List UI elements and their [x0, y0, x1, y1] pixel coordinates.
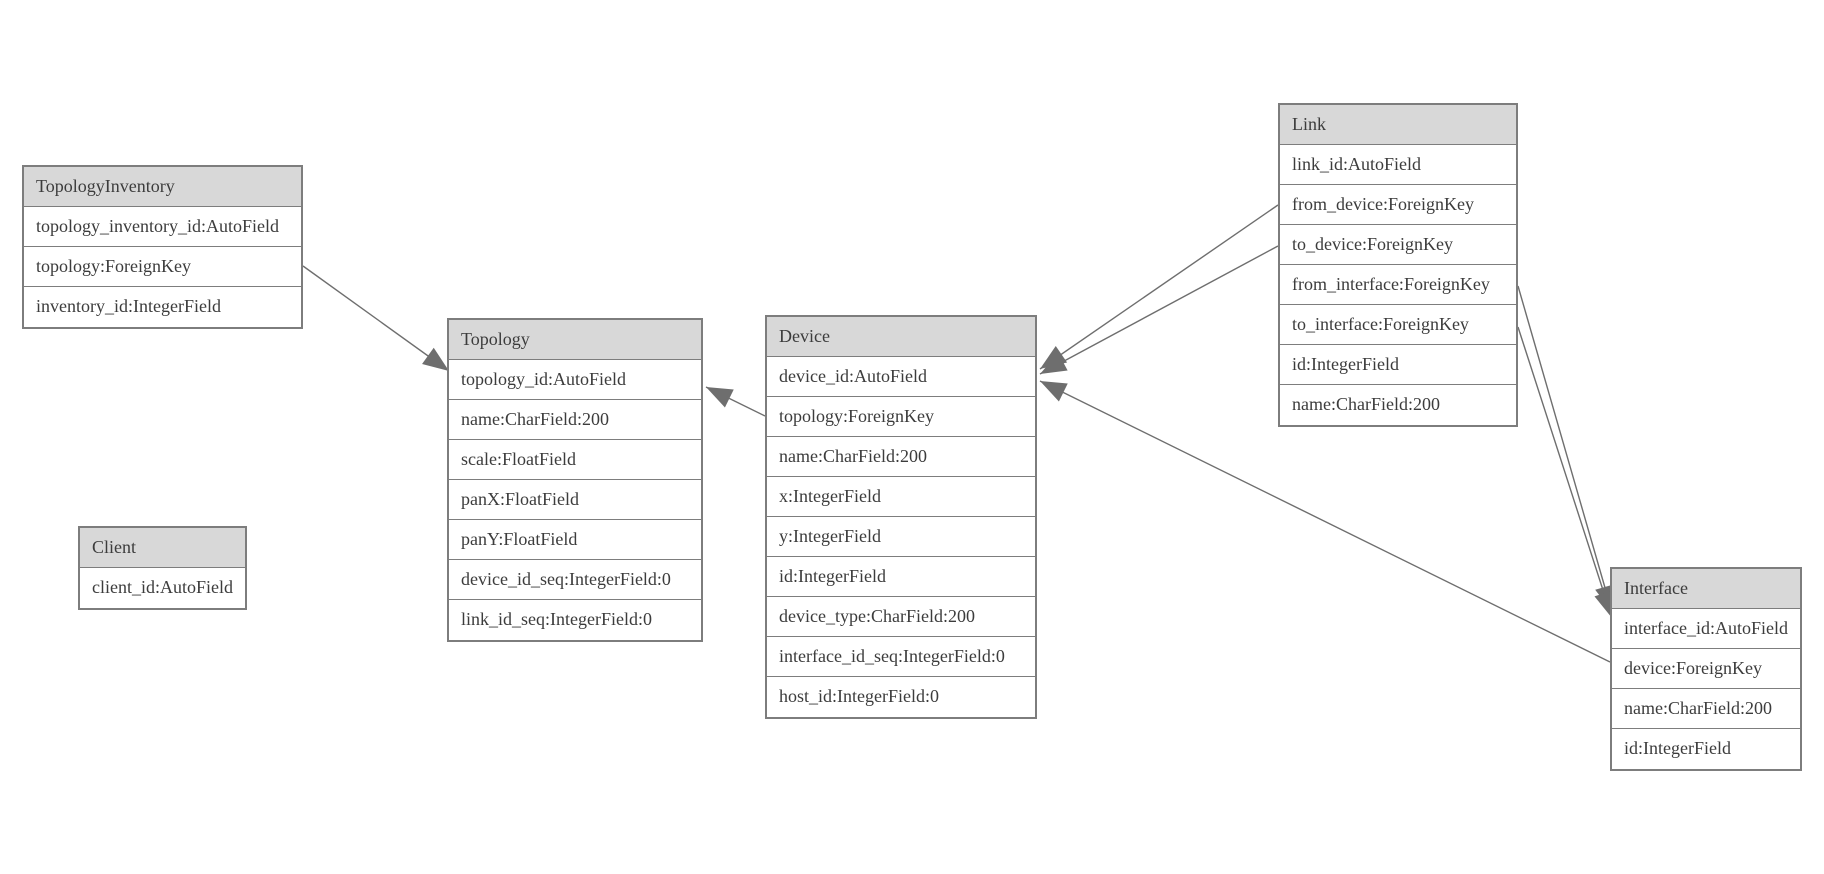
entity-field-row: y:IntegerField: [767, 517, 1035, 557]
entity-field-row: scale:FloatField: [449, 440, 701, 480]
connector-link-from_interface-fk: [1517, 285, 1615, 613]
entity-title-device: Device: [767, 317, 1035, 357]
entity-field-row: interface_id:AutoField: [1612, 609, 1800, 649]
entity-field-row: interface_id_seq:IntegerField:0: [767, 637, 1035, 677]
entity-field-row: id:IntegerField: [1280, 345, 1516, 385]
connector-link-to_interface-fk: [1517, 326, 1614, 619]
entity-field-row: id:IntegerField: [767, 557, 1035, 597]
entity-field-row: client_id:AutoField: [80, 568, 245, 608]
entity-field-row: topology:ForeignKey: [24, 247, 301, 287]
connector-link-from_device-fk: [1039, 204, 1279, 370]
entity-title-link: Link: [1280, 105, 1516, 145]
entity-field-row: topology_inventory_id:AutoField: [24, 207, 301, 247]
entity-field-row: name:CharField:200: [1280, 385, 1516, 425]
entity-title-client: Client: [80, 528, 245, 568]
entity-field-row: host_id:IntegerField:0: [767, 677, 1035, 717]
entity-field-row: device_id:AutoField: [767, 357, 1035, 397]
entity-field-row: topology:ForeignKey: [767, 397, 1035, 437]
entity-field-row: from_interface:ForeignKey: [1280, 265, 1516, 305]
entity-field-row: panX:FloatField: [449, 480, 701, 520]
entity-field-row: x:IntegerField: [767, 477, 1035, 517]
entity-field-row: name:CharField:200: [449, 400, 701, 440]
entity-field-row: panY:FloatField: [449, 520, 701, 560]
entity-field-row: from_device:ForeignKey: [1280, 185, 1516, 225]
entity-field-row: device_type:CharField:200: [767, 597, 1035, 637]
entity-field-row: to_interface:ForeignKey: [1280, 305, 1516, 345]
entity-field-row: topology_id:AutoField: [449, 360, 701, 400]
entity-field-row: name:CharField:200: [1612, 689, 1800, 729]
entity-field-row: name:CharField:200: [767, 437, 1035, 477]
entity-field-row: device_id_seq:IntegerField:0: [449, 560, 701, 600]
connector-device-topology-fk: [705, 386, 766, 417]
entity-title-topology: Topology: [449, 320, 701, 360]
entity-title-topology-inventory: TopologyInventory: [24, 167, 301, 207]
entity-title-interface: Interface: [1612, 569, 1800, 609]
entity-field-row: link_id_seq:IntegerField:0: [449, 600, 701, 640]
entity-field-row: link_id:AutoField: [1280, 145, 1516, 185]
connector-link-to_device-fk: [1039, 245, 1279, 375]
entity-field-row: id:IntegerField: [1612, 729, 1800, 769]
connector-interface-device-fk: [1039, 380, 1611, 663]
connector-topologyinventory-topology-fk: [302, 265, 450, 372]
entity-field-row: to_device:ForeignKey: [1280, 225, 1516, 265]
entity-field-row: device:ForeignKey: [1612, 649, 1800, 689]
entity-field-row: inventory_id:IntegerField: [24, 287, 301, 327]
